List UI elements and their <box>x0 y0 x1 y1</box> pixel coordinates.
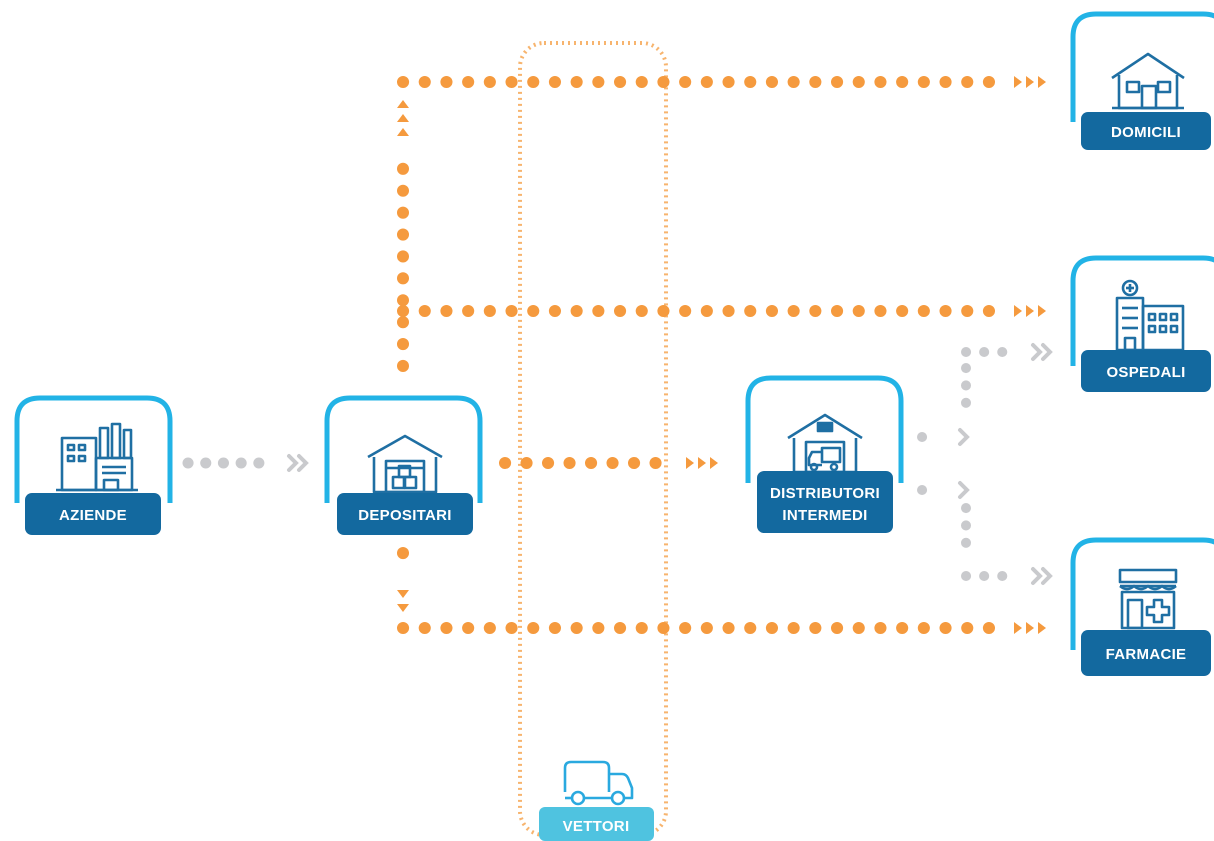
house-icon <box>1111 52 1185 110</box>
arrow-grey-ospedali <box>1031 343 1053 361</box>
label-box <box>757 471 893 533</box>
node-label-distributori-1: DISTRIBUTORI <box>770 485 880 502</box>
node-frame <box>1070 11 1214 122</box>
arrow-grey-farmacie <box>1031 567 1053 585</box>
node-vettori: VETTORI <box>539 760 654 841</box>
node-label-distributori-2: INTERMEDI <box>782 507 867 524</box>
node-depositari: DEPOSITARI <box>324 395 483 535</box>
node-label-aziende: AZIENDE <box>59 507 127 524</box>
node-label-vettori: VETTORI <box>563 818 630 835</box>
arrow-distributori <box>686 457 718 469</box>
node-label-ospedali: OSPEDALI <box>1106 364 1185 381</box>
vettori-band <box>518 41 668 837</box>
node-frame <box>1070 537 1214 650</box>
factory-icon <box>56 422 138 492</box>
arrow-farmacie <box>1014 622 1046 634</box>
node-frame <box>324 395 483 503</box>
node-label-farmacie: FARMACIE <box>1106 646 1187 663</box>
label-box <box>1081 630 1211 676</box>
arrow-grey-upper <box>958 428 970 446</box>
label-box <box>1081 350 1211 392</box>
node-label-depositari: DEPOSITARI <box>358 507 452 524</box>
arrow-grey-lower <box>958 481 970 499</box>
label-box <box>539 807 654 841</box>
truck-icon <box>563 760 634 806</box>
arrow-up <box>397 100 409 136</box>
node-label-domicili: DOMICILI <box>1111 124 1181 141</box>
pharmacy-icon <box>1118 568 1178 630</box>
label-box <box>337 493 473 535</box>
node-ospedali: OSPEDALI <box>1070 255 1214 392</box>
arrow-ospedali <box>1014 305 1046 317</box>
node-frame <box>14 395 173 503</box>
node-domicili: DOMICILI <box>1070 11 1214 150</box>
arrow-grey-depositari <box>287 454 309 472</box>
node-aziende: AZIENDE <box>14 395 173 535</box>
arrowheads <box>287 76 1053 634</box>
node-distributori: DISTRIBUTORI INTERMEDI <box>745 375 904 533</box>
label-box <box>25 493 161 535</box>
arrow-domicili <box>1014 76 1046 88</box>
label-box <box>1081 112 1211 150</box>
node-farmacie: FARMACIE <box>1070 537 1214 676</box>
arrow-down <box>397 590 409 612</box>
warehouse-icon <box>367 434 443 494</box>
flow-lines <box>182 76 1025 634</box>
